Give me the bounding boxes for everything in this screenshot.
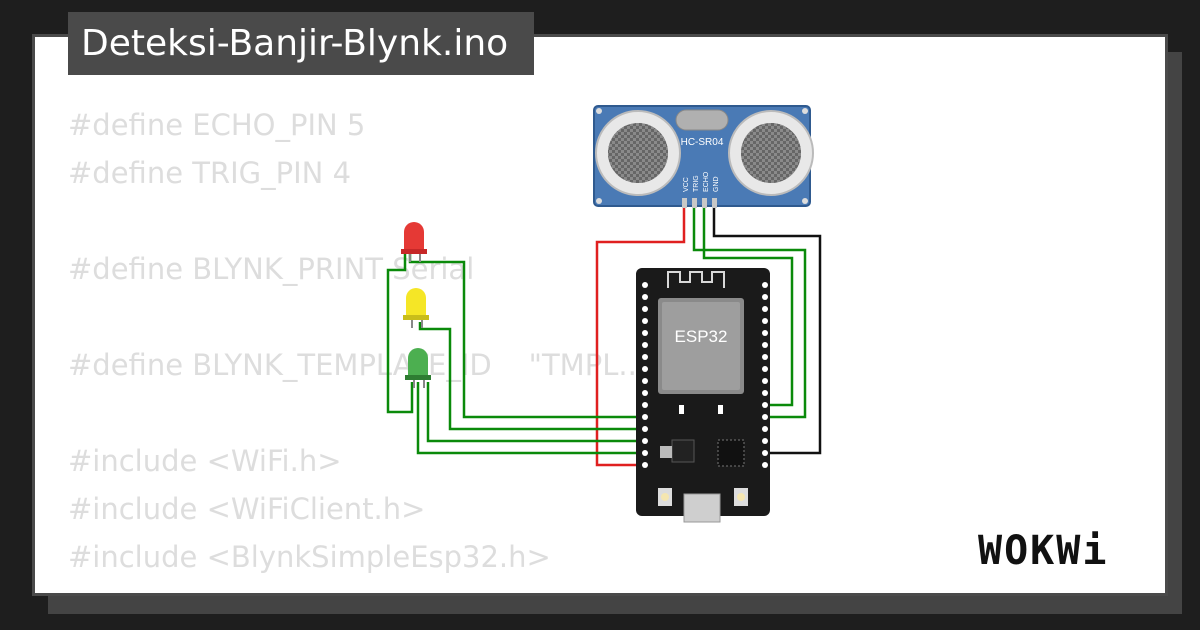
board-label: ESP32 <box>675 327 728 346</box>
code-line: #define TRIG_PIN 4 <box>68 156 352 190</box>
sensor-wires <box>595 208 822 467</box>
wire-green-led-2 <box>416 382 645 455</box>
regulator <box>671 439 695 463</box>
led-yellow[interactable] <box>403 288 429 328</box>
code-line: #include <WiFi.h> <box>68 444 342 478</box>
wire-yellow-led <box>418 322 645 431</box>
esp32-board[interactable]: ESP32 <box>636 268 770 523</box>
pin-label-vcc: VCC <box>683 177 690 192</box>
code-line: #define BLYNK_TEMPLATE_ID "TMPL..." <box>68 348 660 382</box>
wire-echo <box>702 208 794 407</box>
pin-header-left <box>642 282 648 468</box>
pin-label-echo: ECHO <box>703 171 710 192</box>
crystal <box>675 109 729 131</box>
usb-port[interactable] <box>683 493 721 523</box>
pin-label-gnd: GND <box>713 176 720 192</box>
wire-red-led <box>408 254 645 419</box>
wire-trig <box>692 208 807 419</box>
led-red[interactable] <box>401 222 427 262</box>
sensor-model-label: HC-SR04 <box>681 137 724 148</box>
code-line: #include <BlynkSimpleEsp32.h> <box>68 540 551 574</box>
wokwi-logo: WOKWi <box>978 528 1109 574</box>
led-green[interactable] <box>405 348 431 388</box>
code-line: #include <WiFiClient.h> <box>68 492 426 526</box>
pin-label-trig: TRIG <box>693 175 700 192</box>
wire-green-led <box>426 382 645 443</box>
file-title: Deteksi-Banjir-Blynk.ino <box>68 12 534 75</box>
wire-vcc <box>595 208 686 467</box>
pin-header-right <box>762 282 768 468</box>
wire-led-common <box>386 254 414 414</box>
wire-gnd <box>712 208 822 455</box>
hcsr04-sensor[interactable]: HC-SR04 VCC TRIG ECHO GND <box>593 105 814 208</box>
usb-chip <box>717 439 745 467</box>
antenna-trace <box>667 271 725 288</box>
code-line: #define ECHO_PIN 5 <box>68 108 366 142</box>
